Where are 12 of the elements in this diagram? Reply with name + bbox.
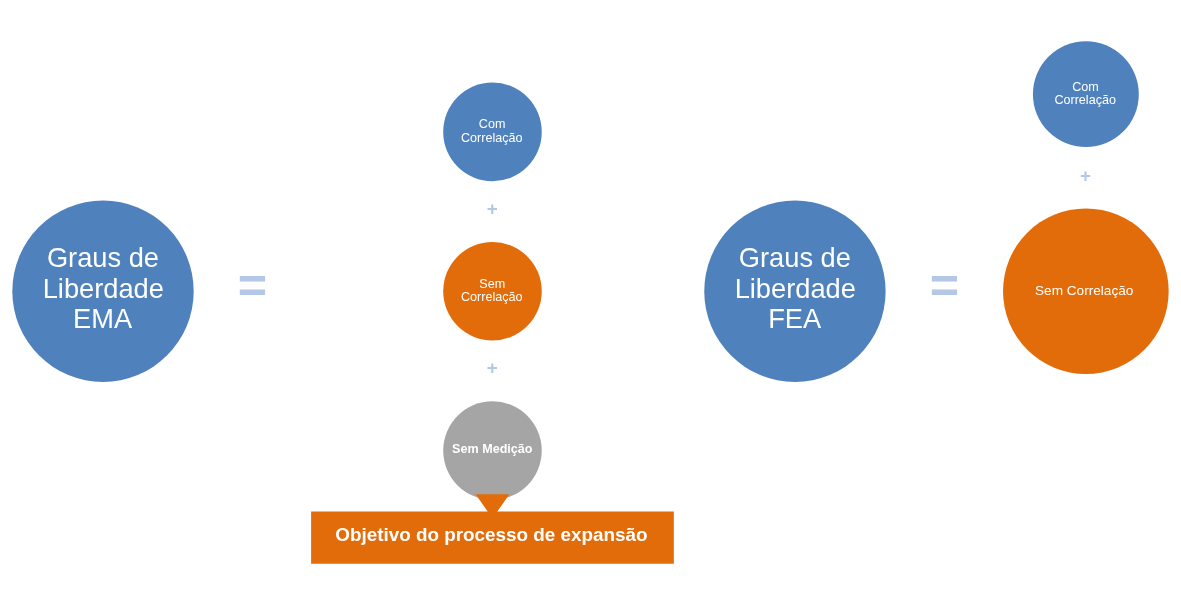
label: = [929,256,960,314]
node-circle: Com Correlação [1032,41,1139,148]
label: + [1080,164,1092,186]
node-circle: Sem Correlação [1003,208,1169,375]
label: + [486,357,498,379]
node-circle: Graus de Liberdade EMA [12,200,194,382]
node-box: Objetivo do processo de expansão [311,511,674,564]
label: = [237,256,268,314]
node-circle: Com Correlação [443,82,542,182]
node-circle: Graus de Liberdade FEA [704,200,886,382]
label: + [486,198,498,220]
node-circle: Sem Correlação [443,241,542,341]
